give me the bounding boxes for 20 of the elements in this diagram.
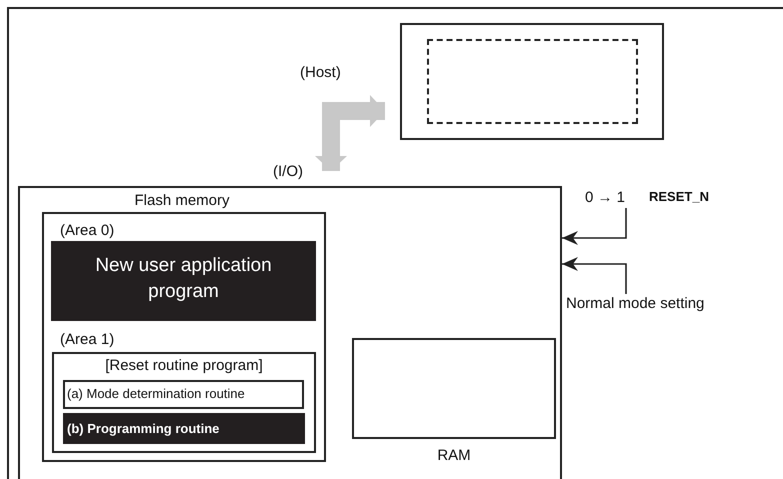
box-label: (b) Programming routine [67,420,220,438]
box-label: (a) Mode determination routine [67,385,246,403]
annotation-text: Normal mode setting [566,295,706,313]
filled-box [63,413,305,444]
signal-arrow [562,257,627,294]
outlined-box [18,186,562,479]
area-label: (Area 1) [60,331,114,349]
box-label: RAM [436,447,472,465]
bus-arrow [315,95,385,171]
signal-name: RESET_N [649,188,710,206]
box-label: [Reset routine program] [104,357,264,375]
signal-arrow [562,208,627,245]
dashed-box [427,39,638,124]
area-label: (Host) [300,64,341,82]
program-label: New user application program [94,254,273,304]
area-label: (Area 0) [60,222,114,240]
outlined-box [63,380,304,409]
annotation-text: 0 → 1 [585,189,626,207]
box-label: Flash memory [133,192,231,210]
port-label: (I/O) [273,163,303,181]
